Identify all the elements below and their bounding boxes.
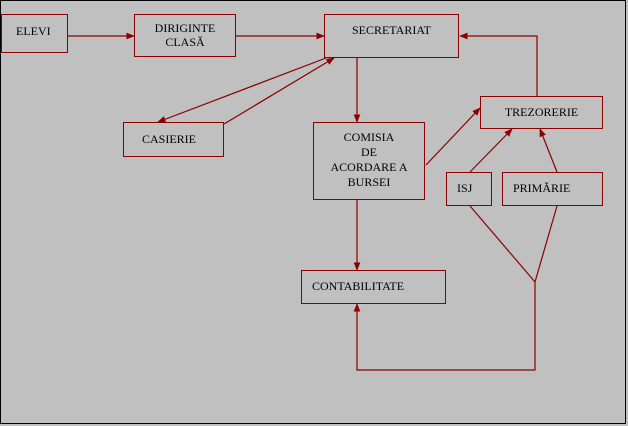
box-secretariat: SECRETARIAT (324, 14, 459, 58)
line-primarie-to-junction (534, 205, 558, 283)
box-primarie: PRIMĂRIE (502, 172, 603, 206)
box-diriginte-clasa: DIRIGINTE CLASĂ (134, 14, 236, 57)
label-contabilitate: CONTABILITATE (312, 279, 405, 293)
box-elevi: ELEVI (1, 14, 68, 53)
label-isj: ISJ (457, 181, 473, 195)
arrow-secretariat-to-casierie (157, 57, 327, 123)
label-elevi: ELEVI (16, 24, 51, 38)
arrow-isj-to-trezorerie (469, 128, 513, 173)
arrow-primarie-to-trezorerie (539, 128, 558, 173)
box-comisia-de-acordare-a-bursei: COMISIA DE ACORDARE A BURSEI (313, 122, 425, 200)
box-isj: ISJ (446, 172, 492, 206)
label-primarie: PRIMĂRIE (513, 181, 571, 195)
arrow-trezorerie-to-secretariat (459, 32, 538, 96)
label-trezorerie: TREZORERIE (504, 105, 579, 119)
label-diriginte-clasa: DIRIGINTE CLASĂ (154, 21, 216, 49)
arrow-junction-to-contabilitate (353, 282, 536, 371)
arrow-comisia-to-trezorerie (425, 107, 481, 166)
label-casierie: CASIERIE (142, 132, 196, 146)
label-comisia: COMISIA DE ACORDARE A BURSEI (330, 130, 408, 189)
line-isj-to-junction (469, 205, 536, 283)
box-casierie: CASIERIE (123, 122, 224, 157)
arrow-casierie-to-secretariat (223, 57, 335, 125)
box-trezorerie: TREZORERIE (480, 96, 603, 129)
box-contabilitate: CONTABILITATE (301, 270, 446, 304)
label-secretariat: SECRETARIAT (351, 23, 432, 37)
